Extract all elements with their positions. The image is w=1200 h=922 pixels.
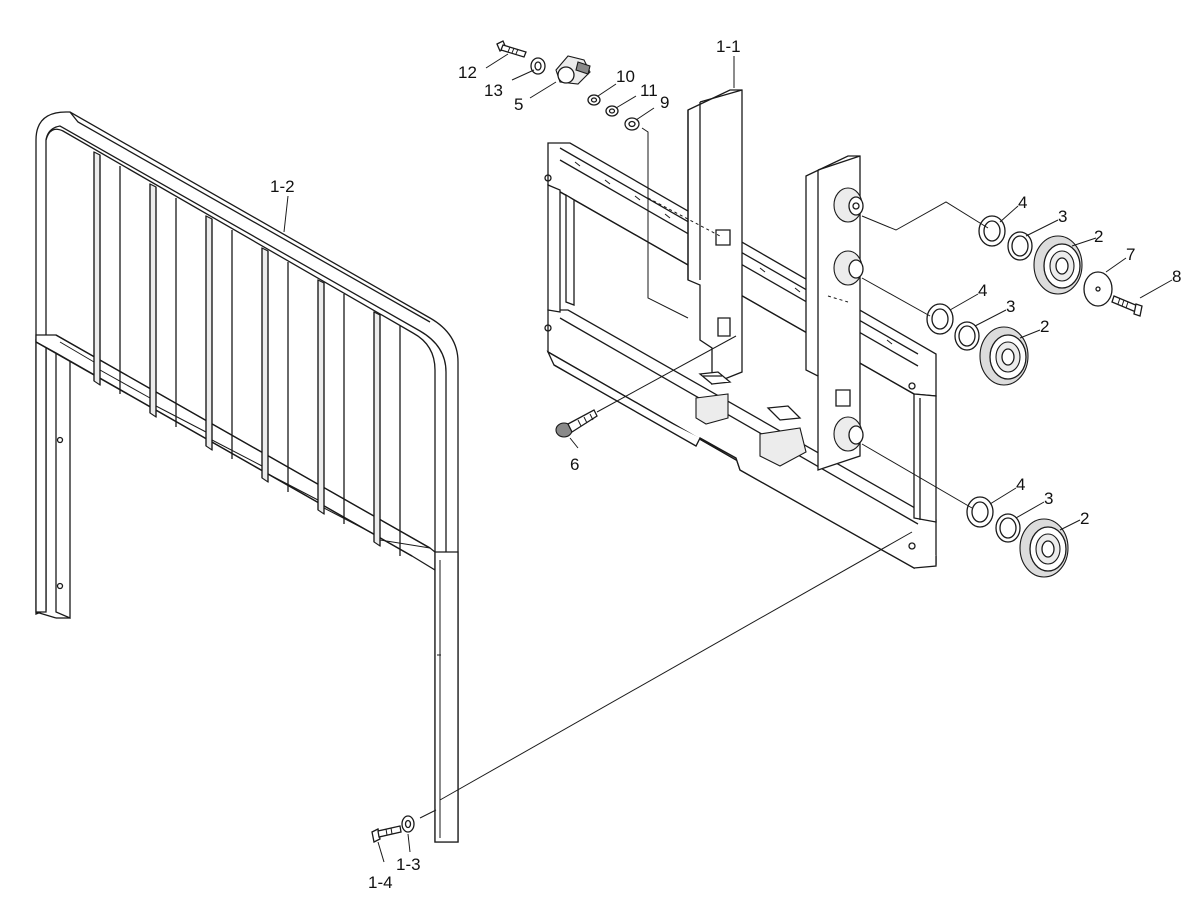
label-2-top: 2: [1094, 227, 1103, 246]
bolt-6: [555, 409, 598, 438]
label-6: 6: [570, 455, 579, 474]
callout-labels: 1-1 1-2 1-3 1-4 2 2 2 3 3 3 4 4 4 5 6 7 …: [270, 37, 1181, 892]
backrest-bars: [59, 151, 431, 556]
bolt-12: [496, 40, 527, 58]
label-4-middle: 4: [978, 281, 987, 300]
slide-plate-left: [687, 89, 743, 385]
label-1-4: 1-4: [368, 873, 393, 892]
carriage-hooks: [695, 371, 807, 467]
callout-leaders: [283, 53, 1173, 863]
label-13: 13: [484, 81, 503, 100]
label-3-middle: 3: [1006, 297, 1015, 316]
roller-set-middle: [926, 303, 1029, 386]
assembly-lines: [419, 127, 989, 819]
label-8: 8: [1172, 267, 1181, 286]
backrest-frame: [35, 111, 459, 843]
washer-13: [530, 57, 546, 75]
label-1-1: 1-1: [716, 37, 741, 56]
label-1-3: 1-3: [396, 855, 421, 874]
label-11: 11: [640, 81, 658, 100]
label-12: 12: [458, 63, 477, 82]
bolt-1-4: [371, 825, 402, 843]
label-3-bottom: 3: [1044, 489, 1053, 508]
label-3-top: 3: [1058, 207, 1067, 226]
label-10: 10: [616, 67, 635, 86]
label-9: 9: [660, 93, 669, 112]
label-2-middle: 2: [1040, 317, 1049, 336]
label-2-bottom: 2: [1080, 509, 1089, 528]
washer-1-3: [401, 815, 415, 833]
label-4-bottom: 4: [1016, 475, 1025, 494]
roller-set-top: [978, 215, 1143, 317]
roller-pins: [833, 187, 864, 452]
label-5: 5: [514, 95, 523, 114]
label-7: 7: [1126, 245, 1135, 264]
label-1-2: 1-2: [270, 177, 295, 196]
label-4-top: 4: [1018, 193, 1027, 212]
bracket-5: [555, 55, 591, 85]
slide-plate-right: [805, 155, 861, 471]
washer-9: [624, 117, 640, 131]
washer-11: [605, 105, 619, 117]
washer-10: [587, 94, 601, 106]
roller-set-bottom: [966, 496, 1069, 578]
